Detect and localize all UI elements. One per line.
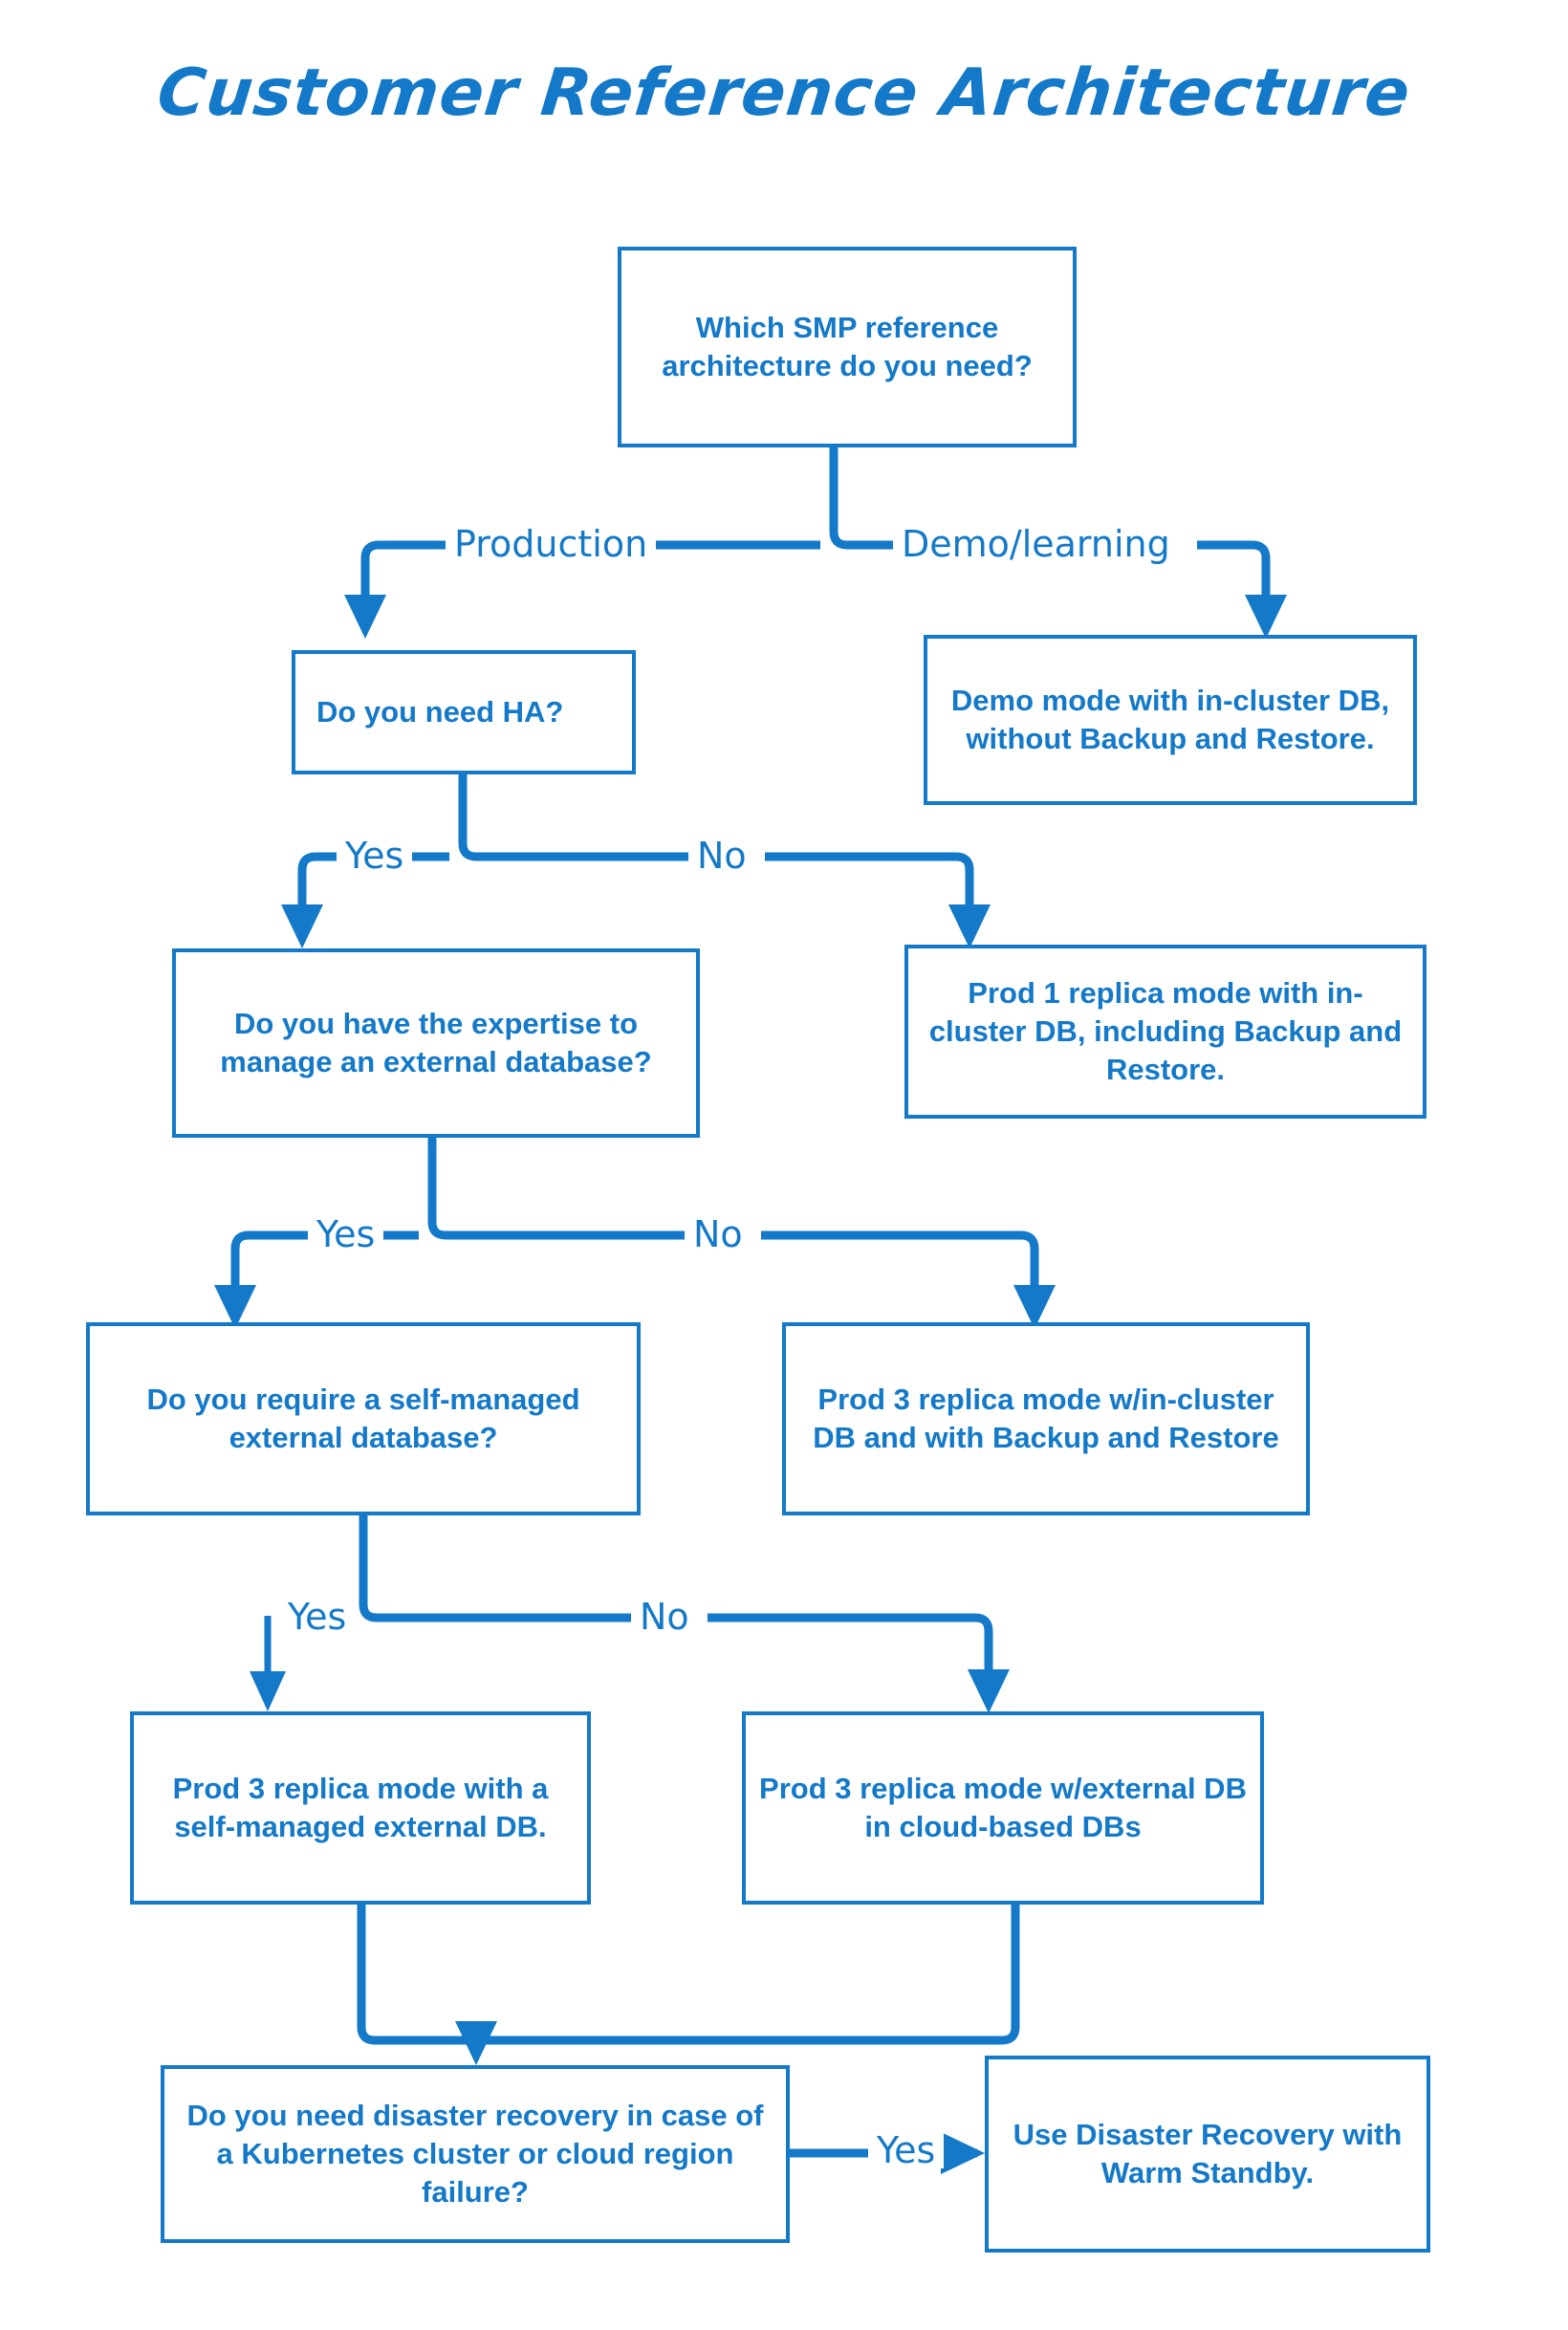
edge-self-no-right xyxy=(708,1613,993,1673)
arrowhead-demo xyxy=(1245,595,1287,639)
edge-production-left xyxy=(360,540,446,597)
edge-merge-right xyxy=(375,1905,1020,2045)
node-do-you-need-disaster-recovery[interactable]: Do you need disaster recovery in case of… xyxy=(161,2065,790,2243)
edge-exp-yes-left xyxy=(230,1230,316,1287)
arrowhead-ha-yes xyxy=(281,904,323,948)
arrowhead-to-dr xyxy=(455,2021,497,2065)
edge-label-ha-yes: Yes xyxy=(337,838,413,874)
node-label: Which SMP reference architecture do you … xyxy=(662,310,1033,382)
edge-label-expertise-yes: Yes xyxy=(308,1216,384,1252)
arrowhead-dr-yes xyxy=(941,2132,985,2174)
node-demo-mode[interactable]: Demo mode with in-cluster DB, without Ba… xyxy=(924,635,1417,805)
node-label: Do you need HA? xyxy=(316,694,564,729)
node-which-smp-reference-architecture[interactable]: Which SMP reference architecture do you … xyxy=(618,247,1077,447)
edge-label-selfmanaged-yes: Yes xyxy=(279,1599,356,1635)
edge-label-expertise-no: No xyxy=(685,1216,751,1252)
edge-demo-right xyxy=(1197,540,1271,597)
node-label: Use Disaster Recovery with Warm Standby. xyxy=(1013,2117,1403,2189)
edge-q-arch-stem xyxy=(829,447,848,550)
node-label: Prod 3 replica mode with a self-managed … xyxy=(172,1771,549,1843)
node-label: Do you have the expertise to manage an e… xyxy=(220,1006,652,1078)
edge-label-demo-learning: Demo/learning xyxy=(893,526,1179,562)
page-title: Customer Reference Architecture xyxy=(153,55,1415,131)
arrowhead-ha-no xyxy=(948,904,991,948)
arrowhead-production xyxy=(344,595,386,639)
edge-label-dr-yes: Yes xyxy=(868,2132,945,2168)
edge-q-ha-stem xyxy=(458,774,477,861)
node-use-disaster-recovery-warm-standby[interactable]: Use Disaster Recovery with Warm Standby. xyxy=(985,2056,1430,2253)
node-prod-3-replica-cloud-db[interactable]: Prod 3 replica mode w/external DB in clo… xyxy=(742,1711,1264,1905)
node-label: Do you require a self-managed external d… xyxy=(146,1382,580,1454)
node-prod-3-replica-in-cluster[interactable]: Prod 3 replica mode w/in-cluster DB and … xyxy=(782,1322,1310,1515)
arrowhead-self-no xyxy=(968,1669,1010,1713)
edge-label-selfmanaged-no: No xyxy=(631,1599,698,1635)
node-label: Prod 3 replica mode w/external DB in clo… xyxy=(759,1771,1247,1843)
edge-q-selfmgd-stem xyxy=(359,1515,378,1622)
arrowhead-self-yes xyxy=(250,1671,286,1711)
node-do-you-have-expertise[interactable]: Do you have the expertise to manage an e… xyxy=(172,948,700,1138)
node-prod-3-replica-self-managed[interactable]: Prod 3 replica mode with a self-managed … xyxy=(130,1711,591,1905)
node-do-you-require-self-managed[interactable]: Do you require a self-managed external d… xyxy=(86,1322,641,1515)
edge-label-ha-no: No xyxy=(688,838,755,874)
node-label: Demo mode with in-cluster DB, without Ba… xyxy=(950,683,1390,755)
edge-q-expertise-stem xyxy=(427,1138,446,1240)
node-do-you-need-ha[interactable]: Do you need HA? xyxy=(292,650,636,774)
edge-exp-no-right xyxy=(761,1230,1039,1287)
node-prod-1-replica-mode[interactable]: Prod 1 replica mode with in-cluster DB, … xyxy=(904,945,1426,1119)
edge-label-production: Production xyxy=(446,526,657,562)
edge-ha-no-right xyxy=(765,852,974,906)
node-label: Prod 1 replica mode with in-cluster DB, … xyxy=(928,975,1403,1087)
node-label: Prod 3 replica mode w/in-cluster DB and … xyxy=(813,1382,1279,1454)
edge-ha-yes-left xyxy=(297,852,337,906)
node-label: Do you need disaster recovery in case of… xyxy=(186,2098,764,2210)
edge-merge-left xyxy=(357,1905,376,2045)
